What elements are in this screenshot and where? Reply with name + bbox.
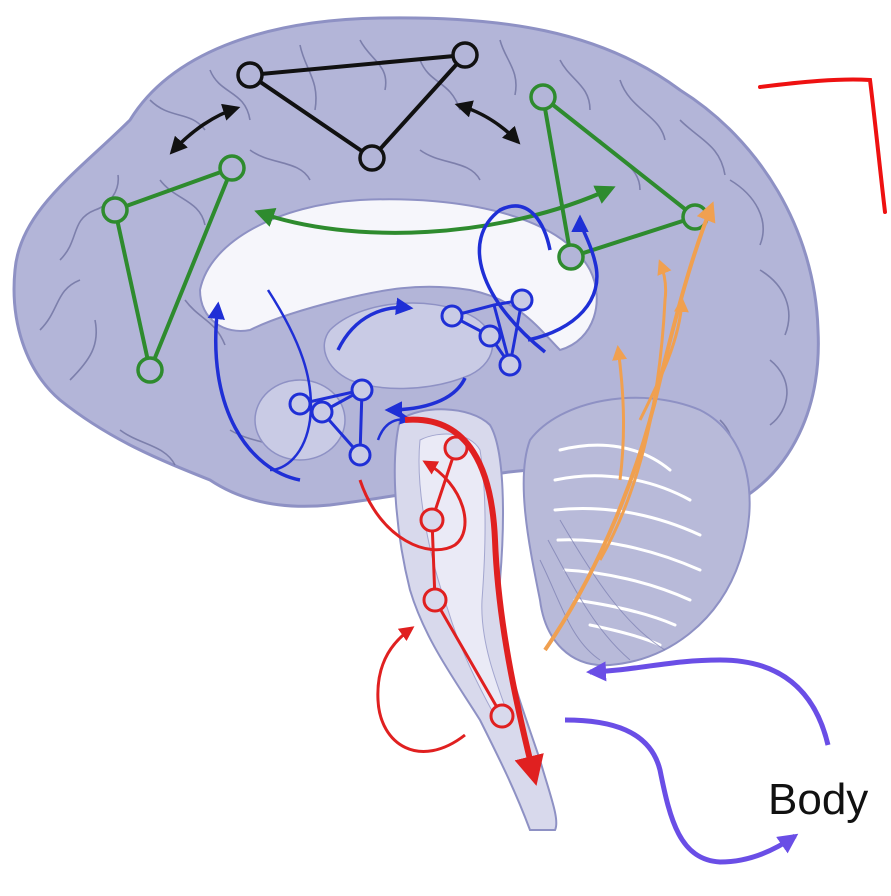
blue-node bbox=[442, 306, 462, 326]
green-node bbox=[559, 245, 583, 269]
blue-node bbox=[352, 380, 372, 400]
cerebellum bbox=[524, 398, 750, 665]
blue-node bbox=[480, 326, 500, 346]
green-node bbox=[138, 358, 162, 382]
red-node bbox=[424, 589, 446, 611]
black-node bbox=[453, 43, 477, 67]
thalamus bbox=[324, 303, 492, 388]
blue-node bbox=[500, 355, 520, 375]
black-node bbox=[238, 63, 262, 87]
black-node bbox=[360, 146, 384, 170]
purple-efferent-arrow bbox=[565, 720, 795, 862]
green-node bbox=[531, 85, 555, 109]
green-node bbox=[103, 198, 127, 222]
red-node bbox=[491, 705, 513, 727]
body-label: Body bbox=[768, 778, 868, 822]
purple-network bbox=[565, 660, 828, 862]
blue-node bbox=[290, 394, 310, 414]
red-node bbox=[421, 509, 443, 531]
blue-node bbox=[312, 402, 332, 422]
brain-anatomy bbox=[14, 18, 818, 830]
green-node bbox=[220, 156, 244, 180]
blue-node bbox=[350, 445, 370, 465]
blue-node bbox=[512, 290, 532, 310]
